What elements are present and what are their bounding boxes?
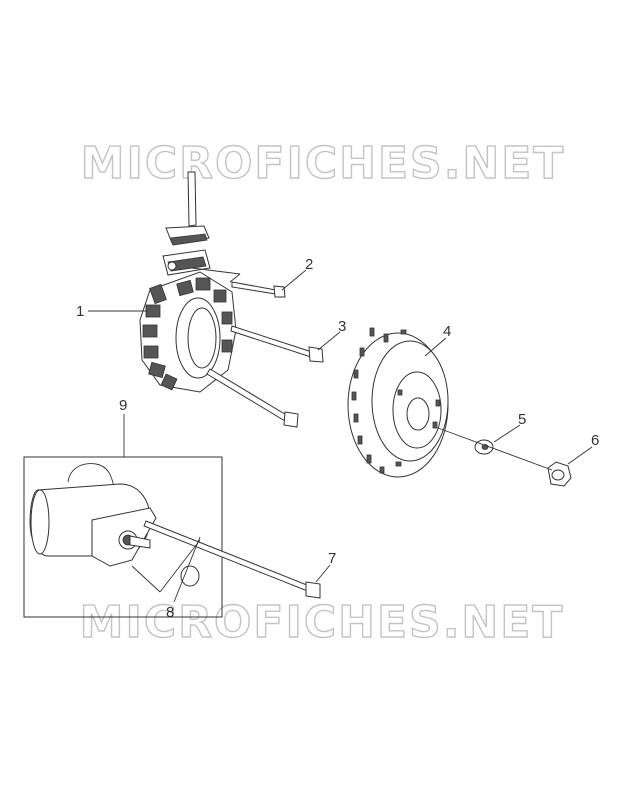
o-ring-part-8	[180, 565, 200, 587]
callout-1: 1	[76, 303, 84, 320]
callout-3: 3	[338, 318, 346, 335]
callout-4: 4	[443, 323, 451, 340]
watermark-bottom: MICROFICHES.NET	[80, 597, 565, 648]
bolts-part-3	[206, 325, 324, 428]
nut-part-6	[547, 461, 572, 487]
bolt-part-2	[231, 281, 286, 298]
callout-8: 8	[166, 604, 174, 621]
stator-assembly	[139, 171, 237, 393]
callout-9: 9	[119, 397, 127, 414]
flywheel-part-4	[347, 327, 449, 478]
starter-motor-part-9	[29, 463, 157, 567]
watermark-top: MICROFICHES.NET	[81, 138, 566, 189]
bolt-part-7	[143, 520, 321, 599]
starter-motor-box	[23, 456, 223, 618]
callout-5: 5	[518, 411, 526, 428]
callout-2: 2	[305, 256, 313, 273]
leader-lines	[88, 267, 593, 603]
callout-7: 7	[328, 550, 336, 567]
callout-6: 6	[591, 432, 599, 449]
